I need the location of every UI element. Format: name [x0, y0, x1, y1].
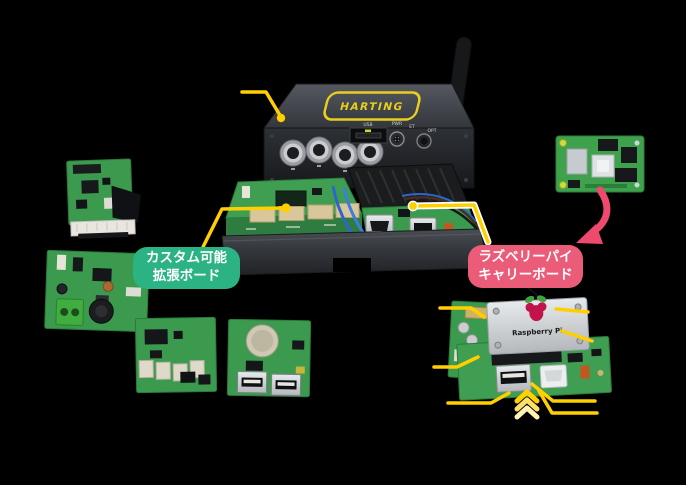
callout-line-case-side: [560, 329, 594, 343]
callout-line-left-edge: [432, 355, 480, 369]
expansion-board-sample-4: [226, 318, 312, 398]
usb-port: USB: [349, 122, 388, 144]
power-connector: PWR: [389, 121, 405, 147]
carrier-board-assembly: Raspberry Pi: [447, 295, 612, 401]
pink-curved-arrow-icon: [576, 186, 611, 244]
callout-dot: [407, 200, 419, 212]
pwr-port-label: PWR: [392, 121, 402, 127]
et-port-label: ET: [409, 124, 415, 130]
opt-port-label: OPT: [427, 128, 436, 134]
callout-line-expansion: [201, 206, 288, 249]
harting-logo-text: HARTING: [339, 100, 406, 113]
raspberry-pi-logo-icon: [524, 295, 547, 322]
rpi-case: Raspberry Pi: [486, 295, 590, 355]
callout-line-gold-connector: [438, 306, 486, 319]
callout-line-carrier: [411, 203, 490, 244]
ribbon-cable: [111, 185, 141, 223]
chevron-up-arrow-icon: [514, 389, 540, 420]
expansion-board-label-line2: 拡張ボード: [152, 268, 221, 284]
ethernet-connector: ET: [409, 124, 432, 149]
expansion-board-sample-3: [134, 316, 218, 394]
callout-line-mica: [240, 90, 283, 119]
callout-lines: [201, 90, 599, 415]
harting-logo: HARTING: [323, 91, 421, 121]
rpi-case-label: Raspberry Pi: [512, 327, 563, 338]
green-terminal-connector: [55, 298, 85, 327]
expansion-board-label-line1: カスタム可能: [146, 250, 227, 267]
callout-line-bottom: [537, 389, 599, 415]
compute-module: [555, 135, 645, 193]
expansion-board-sample-2: [44, 249, 150, 333]
callout-line-case-top: [554, 307, 590, 314]
expansion-board-label: カスタム可能 拡張ボード: [133, 247, 240, 289]
soc-chip: [275, 190, 307, 207]
callout-line-usb: [446, 391, 511, 405]
carrier-board-label-line2: キャリーボード: [478, 266, 573, 283]
expansion-board-sample-1: [66, 158, 141, 239]
carrier-board-label-line1: ラズベリーパイ: [478, 248, 573, 265]
mounting-plate: [221, 228, 486, 276]
callout-dot: [281, 203, 291, 213]
callout-dot: [276, 113, 286, 123]
carrier-board-label: ラズベリーパイ キャリーボード: [468, 245, 583, 288]
m12-connectors: [279, 136, 384, 172]
usb-port-label: USB: [363, 122, 372, 128]
